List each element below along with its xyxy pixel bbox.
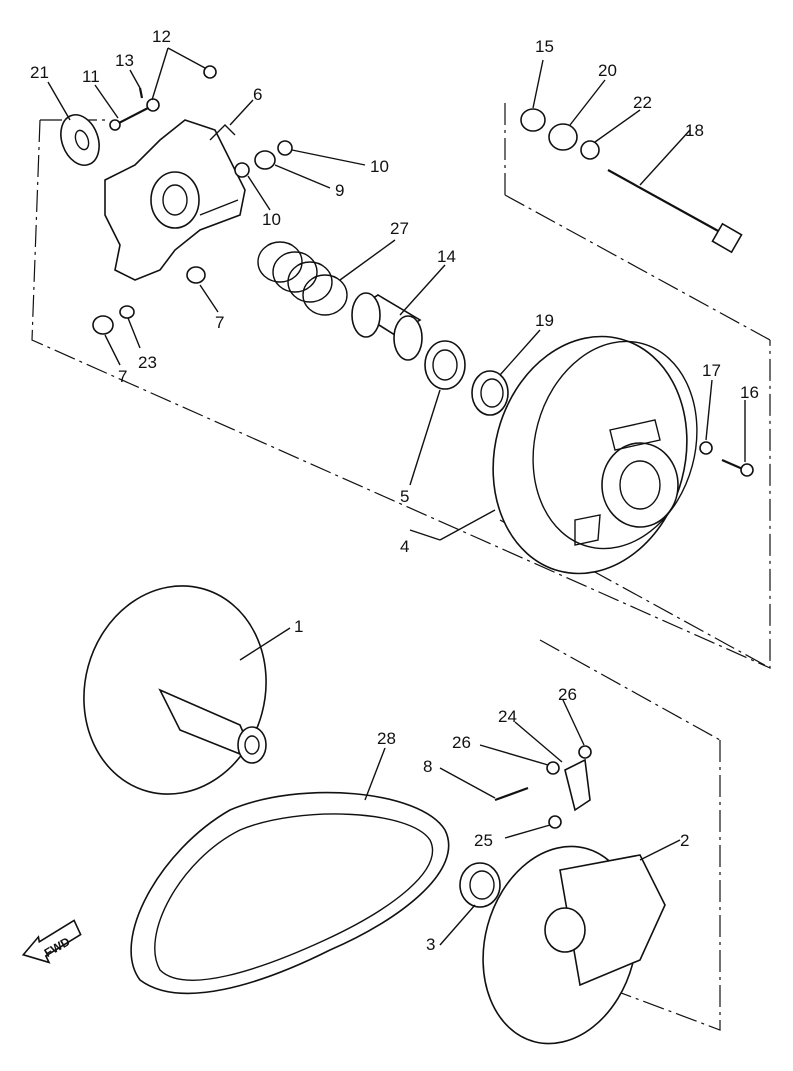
clutch-cover-4 bbox=[492, 335, 698, 575]
label-16: 16 bbox=[740, 383, 759, 402]
spider-6 bbox=[104, 119, 246, 281]
bushing-19 bbox=[471, 370, 509, 416]
link-24 bbox=[564, 758, 591, 812]
seal-5 bbox=[424, 340, 466, 390]
label-9: 9 bbox=[335, 181, 344, 200]
label-10-bottom: 10 bbox=[262, 210, 281, 229]
bolt-assembly-frame bbox=[504, 100, 771, 341]
label-4: 4 bbox=[400, 537, 409, 556]
label-21: 21 bbox=[30, 63, 49, 82]
bolt-11 bbox=[109, 107, 149, 131]
label-6: 6 bbox=[253, 85, 262, 104]
pin-13 bbox=[138, 87, 144, 99]
washer-22 bbox=[580, 140, 600, 160]
washer-15 bbox=[520, 108, 546, 132]
label-12: 12 bbox=[152, 27, 171, 46]
label-23: 23 bbox=[138, 353, 157, 372]
label-22: 22 bbox=[633, 93, 652, 112]
nut-12 bbox=[146, 65, 217, 112]
secondary-sheave-2 bbox=[482, 845, 666, 1045]
sheave-1 bbox=[83, 585, 267, 795]
label-17: 17 bbox=[702, 361, 721, 380]
bushing-3 bbox=[459, 862, 501, 908]
label-18: 18 bbox=[685, 121, 704, 140]
label-24: 24 bbox=[498, 707, 517, 726]
washer-21 bbox=[60, 114, 100, 166]
bolt-16 bbox=[721, 458, 754, 477]
label-1: 1 bbox=[294, 617, 303, 636]
washer-10-bottom bbox=[234, 162, 250, 178]
pin-25 bbox=[548, 815, 562, 829]
label-28: 28 bbox=[377, 729, 396, 748]
label-8: 8 bbox=[423, 757, 432, 776]
label-3: 3 bbox=[426, 935, 435, 954]
washer-23 bbox=[119, 305, 135, 319]
label-7-upper: 7 bbox=[215, 313, 224, 332]
label-26-left: 26 bbox=[452, 733, 471, 752]
label-20: 20 bbox=[598, 61, 617, 80]
label-15: 15 bbox=[535, 37, 554, 56]
forward-arrow-icon: FWD bbox=[21, 919, 82, 964]
cap-7-lower bbox=[92, 315, 114, 335]
leader-lines bbox=[47, 47, 746, 946]
label-25: 25 bbox=[474, 831, 493, 850]
washer-17 bbox=[699, 441, 713, 455]
label-10-top: 10 bbox=[370, 157, 389, 176]
label-2: 2 bbox=[680, 831, 689, 850]
spring-27 bbox=[257, 241, 348, 316]
drive-belt-28 bbox=[130, 791, 450, 995]
label-14: 14 bbox=[437, 247, 456, 266]
nuts-26 bbox=[546, 745, 592, 775]
label-27: 27 bbox=[390, 219, 409, 238]
roller-9 bbox=[254, 150, 276, 170]
label-26-top: 26 bbox=[558, 685, 577, 704]
label-19: 19 bbox=[535, 311, 554, 330]
bushing-14 bbox=[351, 292, 423, 361]
cap-7-upper bbox=[186, 266, 206, 284]
part-labels: 21 11 13 12 6 10 9 10 7 23 7 27 14 19 5 … bbox=[30, 27, 759, 954]
label-13: 13 bbox=[115, 51, 134, 70]
label-7-lower: 7 bbox=[118, 367, 127, 386]
plate-20 bbox=[548, 123, 578, 151]
washer-10-top bbox=[277, 140, 293, 156]
bolt-18 bbox=[607, 169, 743, 254]
label-5: 5 bbox=[400, 487, 409, 506]
label-11: 11 bbox=[82, 67, 100, 86]
pin-8 bbox=[494, 786, 529, 802]
